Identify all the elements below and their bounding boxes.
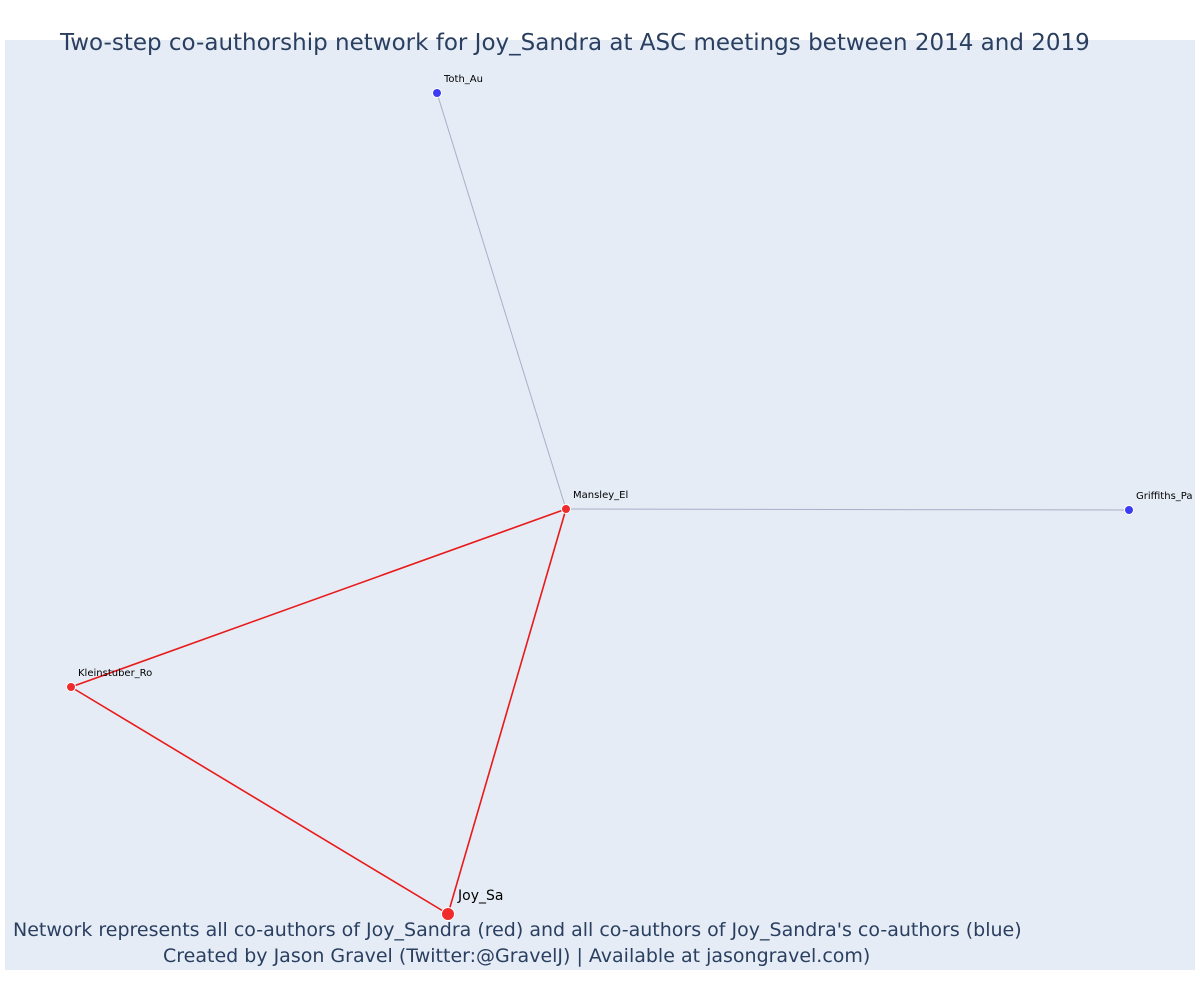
edges-layer [70,92,1130,915]
node-label-Joy_Sa: Joy_Sa [457,888,503,904]
edge-Toth_Au-Mansley_El [436,92,567,510]
edge-Kleinstuber_Ro-Joy_Sa [70,686,449,915]
node-label-Toth_Au: Toth_Au [443,74,483,85]
footnote-line-2: Created by Jason Gravel (Twitter:@Gravel… [163,945,871,967]
node-Mansley_El[interactable] [561,504,571,514]
node-label-Griffiths_Pa: Griffiths_Pa [1136,491,1192,502]
plot-area [5,40,1195,970]
node-label-Mansley_El: Mansley_El [573,490,628,501]
chart-title: Two-step co-authorship network for Joy_S… [60,30,1090,56]
node-label-Kleinstuber_Ro: Kleinstuber_Ro [78,668,152,679]
node-Kleinstuber_Ro[interactable] [66,682,76,692]
edge-Mansley_El-Griffiths_Pa [565,508,1130,511]
node-Toth_Au[interactable] [432,88,442,98]
edge-Mansley_El-Joy_Sa [447,508,567,915]
node-Joy_Sa[interactable] [441,907,455,921]
node-Griffiths_Pa[interactable] [1124,505,1134,515]
edge-Mansley_El-Kleinstuber_Ro [70,508,567,688]
footnote-line-1: Network represents all co-authors of Joy… [13,919,1022,941]
nodes-layer [66,88,1134,921]
